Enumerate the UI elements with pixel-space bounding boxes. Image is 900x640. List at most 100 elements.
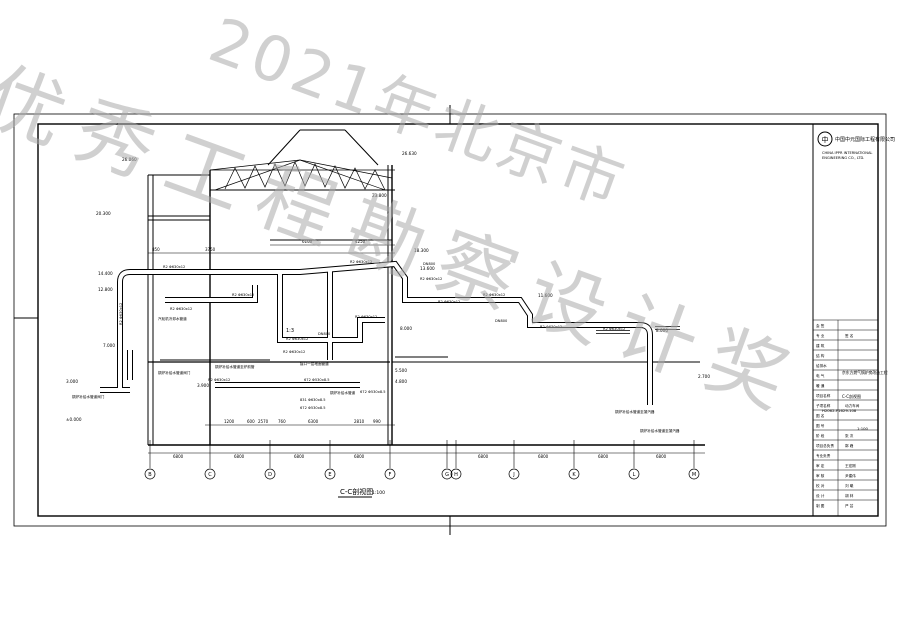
title-block-key: 会 签 [816, 323, 825, 328]
elevation-label: ±0.000 [66, 417, 82, 422]
pipe-annotations: R2 Φ630x12 R2 Φ630x12 R2 Φ630x12 R2 Φ630… [72, 260, 680, 433]
pipe-label: 672 Φ530x8.5 [300, 406, 326, 410]
pipe-label: R2 Φ630x12 [232, 293, 254, 297]
dimension-label: 6300 [308, 419, 319, 424]
elevation-label: 3.000 [66, 379, 78, 384]
note-label: 锅炉补给水管道阀门 [72, 394, 105, 399]
company-logo-icon [817, 131, 833, 147]
dimension-label: 6800 [234, 454, 245, 459]
note-label: 锅炉补给水管道阀门 [158, 370, 191, 375]
title-block-key: 项目名称 [816, 393, 831, 398]
building-outline [147, 129, 705, 446]
pipe-inner [100, 261, 652, 405]
axis-bubble [324, 468, 336, 480]
axis-label: C [208, 472, 212, 478]
pipe-label: R2 Φ630x12 [483, 293, 505, 297]
axis-label: B [148, 472, 152, 478]
elevation-label: 13.600 [420, 266, 435, 271]
title-block-key: 暖 通 [816, 383, 825, 388]
title-block-key: 子项名称 [816, 403, 831, 408]
pipe-label: R2 Φ630x12 [420, 277, 442, 281]
pipe-label: R2 Φ630x12 [163, 265, 185, 269]
dimension-label: 6800 [294, 454, 305, 459]
pipe-label: R2 Φ630x12 [170, 307, 192, 311]
floor-slabs [160, 239, 448, 361]
elevation-label: 5.500 [395, 368, 407, 373]
title-block-key: 阶 段 [816, 433, 825, 438]
pipe-label: R2 Φ630x12 [438, 300, 460, 304]
title-block-key: 项目总负责 [816, 443, 834, 448]
axis-label: J [512, 472, 514, 478]
elevation-label: 7.000 [103, 343, 115, 348]
pipe-label: DN800 [495, 319, 508, 323]
drawing-scale: 1:100 [857, 426, 869, 431]
pipe-label: R2 Φ630x12 [540, 325, 562, 329]
section-mark: 1:3 [286, 328, 294, 334]
pipe-label: R2 Φ630x12 [355, 315, 377, 319]
title-block-key: 审 定 [816, 463, 825, 468]
pipe-label: DN800 [423, 262, 436, 266]
title-block-value: 动力车间 [845, 403, 860, 408]
title-block-key: 图 号 [816, 423, 825, 428]
pipe-label: R2 Φ630x12 [286, 337, 308, 341]
axis-label: G [445, 472, 449, 478]
project-name: 京东方燃气锅炉房改造工程 [842, 370, 888, 375]
dimension-label: 6800 [598, 454, 609, 459]
title-block-value: 刘 曦 [845, 483, 854, 488]
elevation-label: 4.800 [395, 379, 407, 384]
pipe-label: 831 Φ630x8.5 [300, 398, 326, 402]
title-block-key: 建 筑 [816, 343, 825, 348]
pipe-label: R2 Φ630x12 [208, 378, 230, 382]
elevation-markers: 26.060 26.630 23.800 20.300 18.300 14.40… [66, 151, 710, 422]
title-block-value: 胡 林 [845, 493, 854, 498]
note-label: 汽轮机冷却水管道 [158, 316, 187, 321]
elevation-label: 26.630 [402, 151, 417, 156]
company-en-1: CHINA IPPR INTERNATIONAL [822, 151, 872, 155]
elevation-label: 12.800 [98, 287, 113, 292]
dimension-label: 6800 [354, 454, 365, 459]
elevation-label: 11.600 [538, 293, 553, 298]
pipe-label: DN800 [318, 332, 331, 336]
pipe-routing [100, 260, 653, 405]
roof-truss [209, 159, 395, 191]
elevation-label: 2.700 [698, 374, 710, 379]
dimension-label: 3750 [205, 247, 216, 252]
dimension-label: 6800 [656, 454, 667, 459]
drawing-caption: C-C剖视图 [340, 487, 373, 496]
title-block-key: 专业负责 [816, 453, 831, 458]
company-en-2: ENGINEERING CO., LTD. [822, 156, 864, 160]
note-label: 锅炉补给水管道至凝汽器 [640, 428, 680, 433]
dimension-label: 600 [247, 419, 255, 424]
axis-bubble [144, 468, 156, 480]
title-block-value: 尹建伟 [845, 473, 856, 478]
title-block-value: 签 名 [845, 333, 854, 338]
pipe-label: R2 Φ630x12 [119, 303, 123, 325]
note-label: 锅炉补给水管道 [330, 390, 356, 395]
caption-scale: 1:100 [372, 490, 385, 496]
pipe-label: R2 Φ630x12 [283, 350, 305, 354]
dimension-label: 6800 [538, 454, 549, 459]
title-block-key: 制 图 [816, 503, 825, 508]
title-block: 中 中国中元国际工程有限公司 CHINA IPPR INTERNATIONAL … [812, 123, 895, 517]
elevation-label: 3.900 [197, 383, 209, 388]
pipe-label: R2 Φ630x12 [350, 260, 372, 264]
pipe-label: R2 Φ630x12 [603, 327, 625, 331]
title-block-key: 审 核 [816, 473, 825, 478]
pipe-label: 672 Φ530x8.5 [360, 390, 386, 394]
drawing-title: C-C剖视图 [842, 393, 861, 399]
dimension-label: 6100 [302, 239, 313, 244]
title-block-value: 严 芸 [845, 503, 854, 508]
outer-border [13, 113, 887, 527]
elevation-label: 20.300 [96, 211, 111, 216]
axis-bubble [568, 468, 580, 480]
axis-bubble [450, 468, 462, 480]
dimension-label: 990 [373, 419, 381, 424]
title-block-key: 电 气 [816, 373, 825, 378]
svg-text:中: 中 [822, 135, 829, 144]
axis-bubble [204, 468, 216, 480]
axis-label: H [454, 472, 458, 478]
title-block-key: 专 业 [816, 333, 825, 338]
axis-bubble [384, 468, 396, 480]
